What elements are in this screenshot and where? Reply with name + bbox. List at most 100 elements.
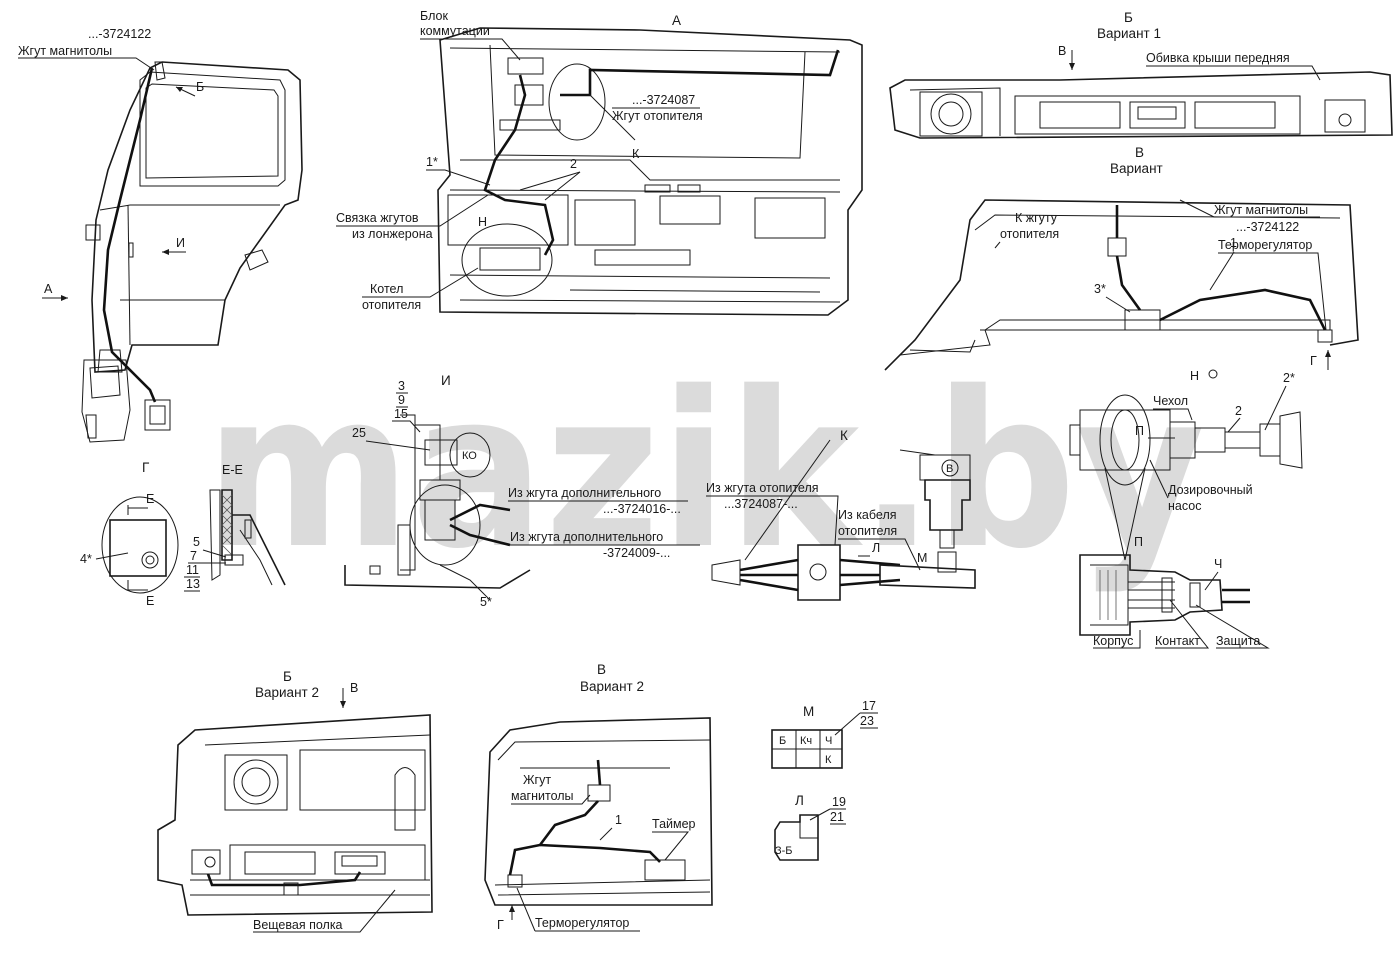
heater-harness-code: ...-3724087 (632, 93, 695, 107)
view-g-marker-b2: Г (497, 918, 504, 932)
switch-block-label-2: коммутации (420, 24, 490, 38)
view-b-v2-title: Б (283, 669, 292, 684)
callout-4star: 4* (80, 552, 92, 566)
view-b-variant1 (889, 71, 1393, 139)
timer-label: Таймер (652, 817, 696, 831)
view-g-marker: Г (1310, 354, 1317, 368)
connector-l-marker: Л (872, 541, 880, 555)
heater-cable-label-2: отопителя (838, 524, 897, 538)
view-n-title: Н (1190, 369, 1199, 383)
section-ee-labels: Е-Е 5 7 11 13 (184, 463, 243, 592)
view-v-variant2 (484, 717, 713, 906)
section-p-connector (1079, 554, 1250, 636)
relay-ko-label: КО (462, 450, 477, 462)
extra-harness-1-label: Из жгута дополнительного (508, 486, 661, 500)
view-i-title: И (441, 373, 451, 388)
connector-v-label: В (946, 463, 953, 475)
connector-m-title: М (803, 704, 814, 719)
glove-shelf-label: Вещевая полка (253, 918, 343, 932)
harness-bundle-label-1: Связка жгутов (336, 211, 419, 225)
view-v-v2-subtitle: Вариант 2 (580, 679, 644, 694)
heater-harness-source-label: Из жгута отопителя (706, 481, 819, 495)
view-b-v1-subtitle: Вариант 1 (1097, 26, 1161, 41)
harness-code-right: ...-3724122 (1236, 220, 1299, 234)
cover-label: Чехол (1153, 394, 1188, 408)
to-heater-harness-label-2: отопителя (1000, 227, 1059, 241)
callout-25: 25 (352, 426, 366, 440)
radio-harness-label-b2-2: магнитолы (511, 789, 574, 803)
view-n-labels: Н Чехол 2* 2 П Дозировочный насос (1135, 369, 1295, 513)
callout-17: 17 (862, 699, 876, 713)
connector-l-pinout: Л 19 21 З-Б (774, 793, 846, 861)
view-n-dosing-pump (1069, 394, 1303, 561)
extra-harness-1-code: ...-3724016-... (603, 502, 681, 516)
callout-21: 21 (830, 810, 844, 824)
callout-5star: 5* (480, 595, 492, 609)
view-b-marker: Б (196, 80, 204, 94)
view-a-labels: А Блок коммутации ...-3724087 Жгут отопи… (336, 9, 703, 312)
section-p-labels: П Ч Корпус Контакт Защита (1093, 535, 1270, 649)
view-v-subtitle: Вариант (1110, 161, 1163, 176)
view-v-arrow-label: В (1058, 44, 1066, 58)
view-g-labels: Г Е Е 4* (80, 460, 154, 608)
callout-2star-right: 2* (1283, 371, 1295, 385)
callout-23: 23 (860, 714, 874, 728)
callout-2: 2 (570, 157, 577, 171)
cab-side-labels: ...-3724122 Жгут магнитолы Б И А (18, 27, 204, 301)
view-g-title: Г (142, 460, 150, 475)
watermark: mazik.by (205, 345, 1205, 596)
thermostat-label-right: Терморегулятор (1218, 238, 1312, 252)
view-b-variant2 (157, 714, 433, 916)
pin-k: К (825, 754, 832, 766)
dosing-pump-label-1: Дозировочный (1168, 483, 1253, 497)
radio-harness-label-b2-1: Жгут (523, 773, 551, 787)
connector-l-title: Л (795, 793, 804, 808)
callout-1-right: 1 (1230, 236, 1237, 250)
section-p-title: П (1134, 535, 1143, 549)
harness-bundle-label-2: из лонжерона (352, 227, 433, 241)
view-i-relay (344, 414, 531, 601)
view-k-connectors (711, 439, 976, 601)
view-v-variant (884, 199, 1359, 371)
housing-label: Корпус (1093, 634, 1133, 648)
section-ee-title: Е-Е (222, 463, 243, 477)
callout-3star: 3* (1094, 282, 1106, 296)
view-a-title: А (672, 13, 681, 28)
pin-zb: З-Б (775, 845, 793, 857)
view-k-title: К (840, 428, 848, 443)
wire-ch-marker: Ч (1214, 557, 1222, 571)
connector-m-pinout: М 17 23 Б Кч Ч К (771, 699, 878, 769)
callout-13: 13 (186, 577, 200, 591)
pin-b: Б (779, 735, 786, 747)
callout-19: 19 (832, 795, 846, 809)
view-k-labels: К В Из жгута отопителя ...3724087-... Из… (706, 428, 953, 571)
view-i-marker: И (176, 236, 185, 250)
thermostat-label-b2: Терморегулятор (535, 916, 629, 930)
view-v-variant2-labels: В Вариант 2 Жгут магнитолы 1 Таймер Г Те… (497, 662, 696, 932)
view-i-labels: И 3 9 15 25 КО Из жгута дополнительного … (352, 373, 700, 609)
view-v-title: В (1135, 145, 1144, 160)
view-v-arrow-b2: В (350, 681, 358, 695)
callout-9: 9 (398, 393, 405, 407)
extra-harness-2-code: -3724009-... (603, 546, 670, 560)
view-b-variant1-labels: Б Вариант 1 В Обивка крыши передняя (1058, 10, 1321, 81)
heater-harness-label: Жгут отопителя (612, 109, 703, 123)
switch-block-label-1: Блок (420, 9, 448, 23)
cab-side-view (81, 61, 303, 443)
callout-1star: 1* (426, 155, 438, 169)
protection-label: Защита (1216, 634, 1260, 648)
view-b-v2-subtitle: Вариант 2 (255, 685, 319, 700)
dosing-pump-label-2: насос (1168, 499, 1201, 513)
radio-harness-label-left: Жгут магнитолы (18, 44, 112, 58)
radio-harness-label-right: Жгут магнитолы (1214, 203, 1308, 217)
view-a-dashboard (437, 27, 863, 316)
extra-harness-2-label: Из жгута дополнительного (510, 530, 663, 544)
view-g-thermostat (101, 496, 179, 594)
view-b-variant2-labels: Б Вариант 2 В Вещевая полка (253, 669, 396, 933)
view-b-v1-title: Б (1124, 10, 1133, 25)
heater-boiler-label-1: Котел (370, 282, 403, 296)
callout-7: 7 (190, 549, 197, 563)
callout-1-b2: 1 (615, 813, 622, 827)
detail-n-marker: Н (478, 215, 487, 229)
